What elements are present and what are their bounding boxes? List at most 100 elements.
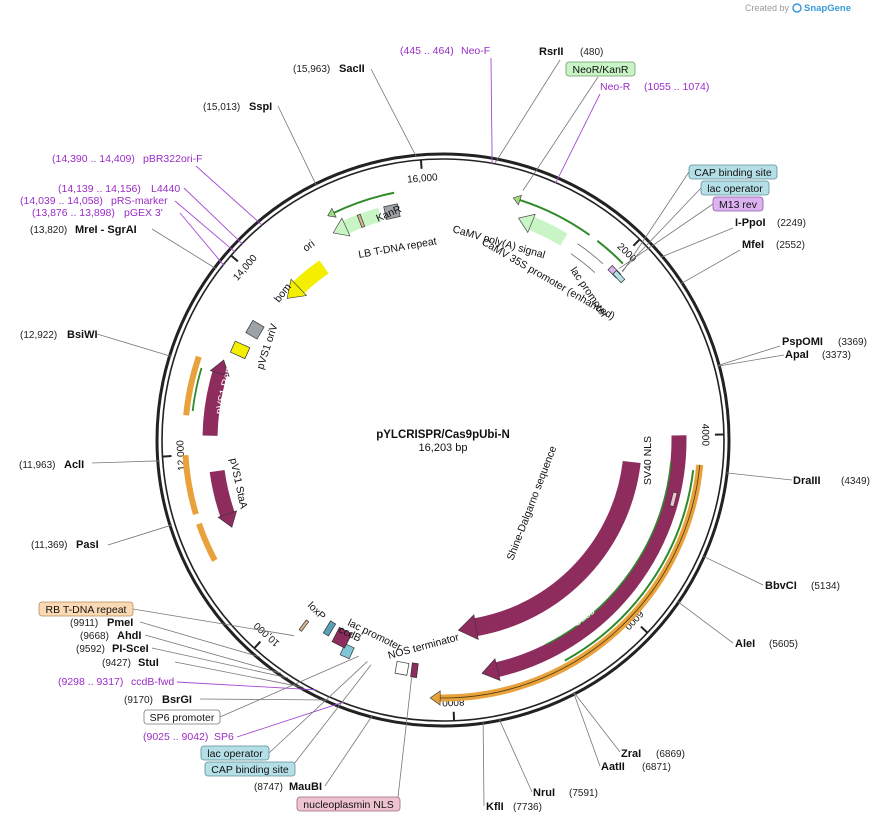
feature-arc-kanr-outer[interactable]: [333, 191, 395, 214]
feature-arc-cas9-outer-orange-edge[interactable]: [440, 464, 701, 699]
site-leader-5: [725, 472, 793, 481]
feature-arc-left-orange-1[interactable]: [196, 522, 218, 562]
svg-text:(9911): (9911): [70, 618, 98, 629]
svg-text:(445 .. 464): (445 .. 464): [400, 45, 454, 57]
site-stui[interactable]: StuI(9427): [102, 657, 159, 669]
feature-glyph-lb-tdna[interactable]: [356, 213, 366, 228]
feature-glyph-camv-polya[interactable]: [383, 203, 401, 220]
box-leader-7: [289, 664, 372, 770]
svg-text:ccdB-fwd: ccdB-fwd: [131, 676, 174, 688]
feature-glyph-pvs1-oriv[interactable]: [229, 340, 251, 360]
site-pmei[interactable]: PmeI (9911): [70, 617, 133, 629]
site-leader-7: [676, 600, 734, 644]
arrow-neor: [512, 194, 522, 206]
site-pspomi[interactable]: PspOMI(3369): [782, 336, 867, 348]
svg-text:BbvCI: BbvCI: [765, 580, 797, 592]
site-kfli[interactable]: KflI(7736): [486, 801, 542, 813]
box-leader-8: [397, 677, 412, 798]
feature-glyph-rb-tdna[interactable]: [298, 619, 310, 632]
site-apai[interactable]: ApaI(3373): [785, 349, 851, 361]
site-maubi[interactable]: MauBI(8747): [254, 781, 322, 793]
site-bsrgi[interactable]: BsrGI(9170): [124, 694, 192, 706]
primer-pbr322ori-f[interactable]: (14,390 .. 14,409)pBR322ori-F: [52, 153, 203, 165]
feature-arc-left-orange-2[interactable]: [182, 455, 199, 516]
feature-arc-neor-outer[interactable]: [519, 199, 591, 236]
feature-glyph-loxp[interactable]: [322, 620, 337, 637]
boxed-label-nucleoplasmin-nls[interactable]: nucleoplasmin NLS: [296, 796, 401, 812]
feature-arc-lac-promoter-edge-out[interactable]: [577, 243, 604, 264]
boxed-label-cap-binding-site-bottom[interactable]: CAP binding site: [204, 761, 296, 777]
site-leader-11: [482, 721, 485, 807]
feature-label-lb-tdna-repeat[interactable]: LB T-DNA repeat: [357, 235, 437, 261]
feature-arc-cas9-inner[interactable]: [474, 460, 641, 636]
boxed-label-sp6-promoter[interactable]: SP6 promoter: [143, 709, 221, 725]
primer-sp6[interactable]: (9025 .. 9042)SP6: [143, 731, 234, 743]
feature-arc-left-orange-3[interactable]: [183, 355, 202, 416]
svg-text:(11,963): (11,963): [19, 460, 56, 471]
site-ahdi[interactable]: AhdI(9668): [80, 630, 141, 642]
site-leader-10: [498, 718, 533, 793]
primer-leader-6: [176, 681, 317, 691]
branding-product[interactable]: SnapGene: [804, 3, 851, 14]
feature-arc-cas9-outer[interactable]: [495, 435, 687, 677]
svg-text:(11,369): (11,369): [31, 540, 68, 551]
boxed-label-m13-rev[interactable]: M13 rev: [712, 196, 764, 212]
feature-arc-camv-35s[interactable]: [528, 216, 568, 246]
site-pi-scei[interactable]: PI-SceI(9592): [76, 643, 149, 655]
site-acli[interactable]: AclI(11,963): [19, 459, 84, 471]
site-nrui[interactable]: NruI(7591): [533, 787, 598, 799]
site-zrai[interactable]: ZraI(6869): [621, 748, 685, 760]
label-leader-lines: [91, 57, 793, 807]
feature-label-ori[interactable]: ori: [301, 238, 318, 255]
feature-arc-cas9-green[interactable]: [545, 462, 672, 646]
svg-text:PmeI: PmeI: [107, 617, 133, 629]
site-draiii[interactable]: DraIII(4349): [793, 475, 870, 487]
site-aatii[interactable]: AatII(6871): [601, 761, 671, 773]
feature-glyph-bom[interactable]: [245, 319, 265, 340]
feature-arc-lac-promoter-edge-in[interactable]: [570, 253, 596, 273]
feature-arc-pvs1-staa[interactable]: [209, 469, 235, 517]
feature-label-sv40-nls[interactable]: SV40 NLS: [642, 436, 654, 485]
site-i-ppoi[interactable]: I-PpoI(2249): [735, 217, 806, 229]
feature-arc-pvs1-repa[interactable]: [202, 371, 227, 436]
boxed-label-lac-operator-bottom[interactable]: lac operator: [200, 745, 270, 761]
boxed-label-lac-operator-top[interactable]: lac operator: [700, 180, 770, 196]
boxed-label-neor-kanr[interactable]: NeoR/KanR: [565, 61, 636, 77]
site-mrei-sgrai[interactable]: MreI - SgrAI(13,820): [30, 224, 137, 236]
feature-glyph-sv40-nls[interactable]: [669, 491, 678, 507]
feature-arc-ori[interactable]: [293, 260, 329, 294]
feature-arc-neor-outer-2[interactable]: [596, 240, 624, 265]
feature-arc-green-outer[interactable]: [564, 470, 695, 662]
primer-neo-r[interactable]: Neo-R(1055 .. 1074): [600, 81, 709, 93]
boxed-label-cap-binding-site-top[interactable]: CAP binding site: [688, 164, 778, 180]
site-alei[interactable]: AleI(5605): [735, 638, 798, 650]
svg-text:L4440: L4440: [151, 183, 180, 195]
primer-prs-marker[interactable]: (14,039 .. 14,058)pRS-marker: [20, 195, 168, 207]
arrow-orange-outer: [429, 690, 441, 706]
site-sspi[interactable]: SspI(15,013): [203, 101, 272, 113]
feature-glyph-lac-operator[interactable]: [612, 270, 626, 284]
site-pasi[interactable]: PasI(11,369): [31, 539, 99, 551]
feature-glyph-ccdb[interactable]: [331, 626, 353, 649]
primer-pgex-3[interactable]: (13,876 .. 13,898)pGEX 3': [32, 207, 163, 219]
site-mfei[interactable]: MfeI(2552): [742, 239, 805, 251]
feature-arc-left-green[interactable]: [191, 367, 203, 412]
site-rsrii[interactable]: RsrII(480): [539, 46, 603, 58]
feature-label-shine-dalgarno[interactable]: Shine-Dalgarno sequence: [505, 444, 560, 562]
svg-text:pBR322ori-F: pBR322ori-F: [143, 153, 203, 165]
site-bbvci[interactable]: BbvCI(5134): [765, 580, 840, 592]
feature-label-kanr[interactable]: KanR: [374, 203, 403, 225]
boxed-label-rb-tdna-repeat[interactable]: RB T-DNA repeat: [38, 601, 134, 617]
primer-leader-1: [554, 93, 601, 184]
feature-label-loxp[interactable]: loxP: [305, 600, 328, 623]
site-bsiwi[interactable]: BsiWI(12,922): [20, 329, 98, 341]
primer-neo-f[interactable]: (445 .. 464)Neo-F: [400, 45, 490, 57]
feature-glyph-nos-terminator[interactable]: [394, 660, 410, 676]
primer-ccdb-fwd[interactable]: (9298 .. 9317)ccdB-fwd: [58, 676, 174, 688]
feature-glyph-nos[interactable]: [410, 662, 419, 678]
svg-text:(9025 .. 9042): (9025 .. 9042): [143, 731, 208, 743]
svg-text:(6871): (6871): [642, 762, 671, 773]
site-sacii[interactable]: SacII(15,963): [293, 63, 365, 75]
feature-arc-lac-promoter[interactable]: [571, 244, 603, 273]
primer-l4440[interactable]: (14,139 .. 14,156)L4440: [58, 183, 180, 195]
